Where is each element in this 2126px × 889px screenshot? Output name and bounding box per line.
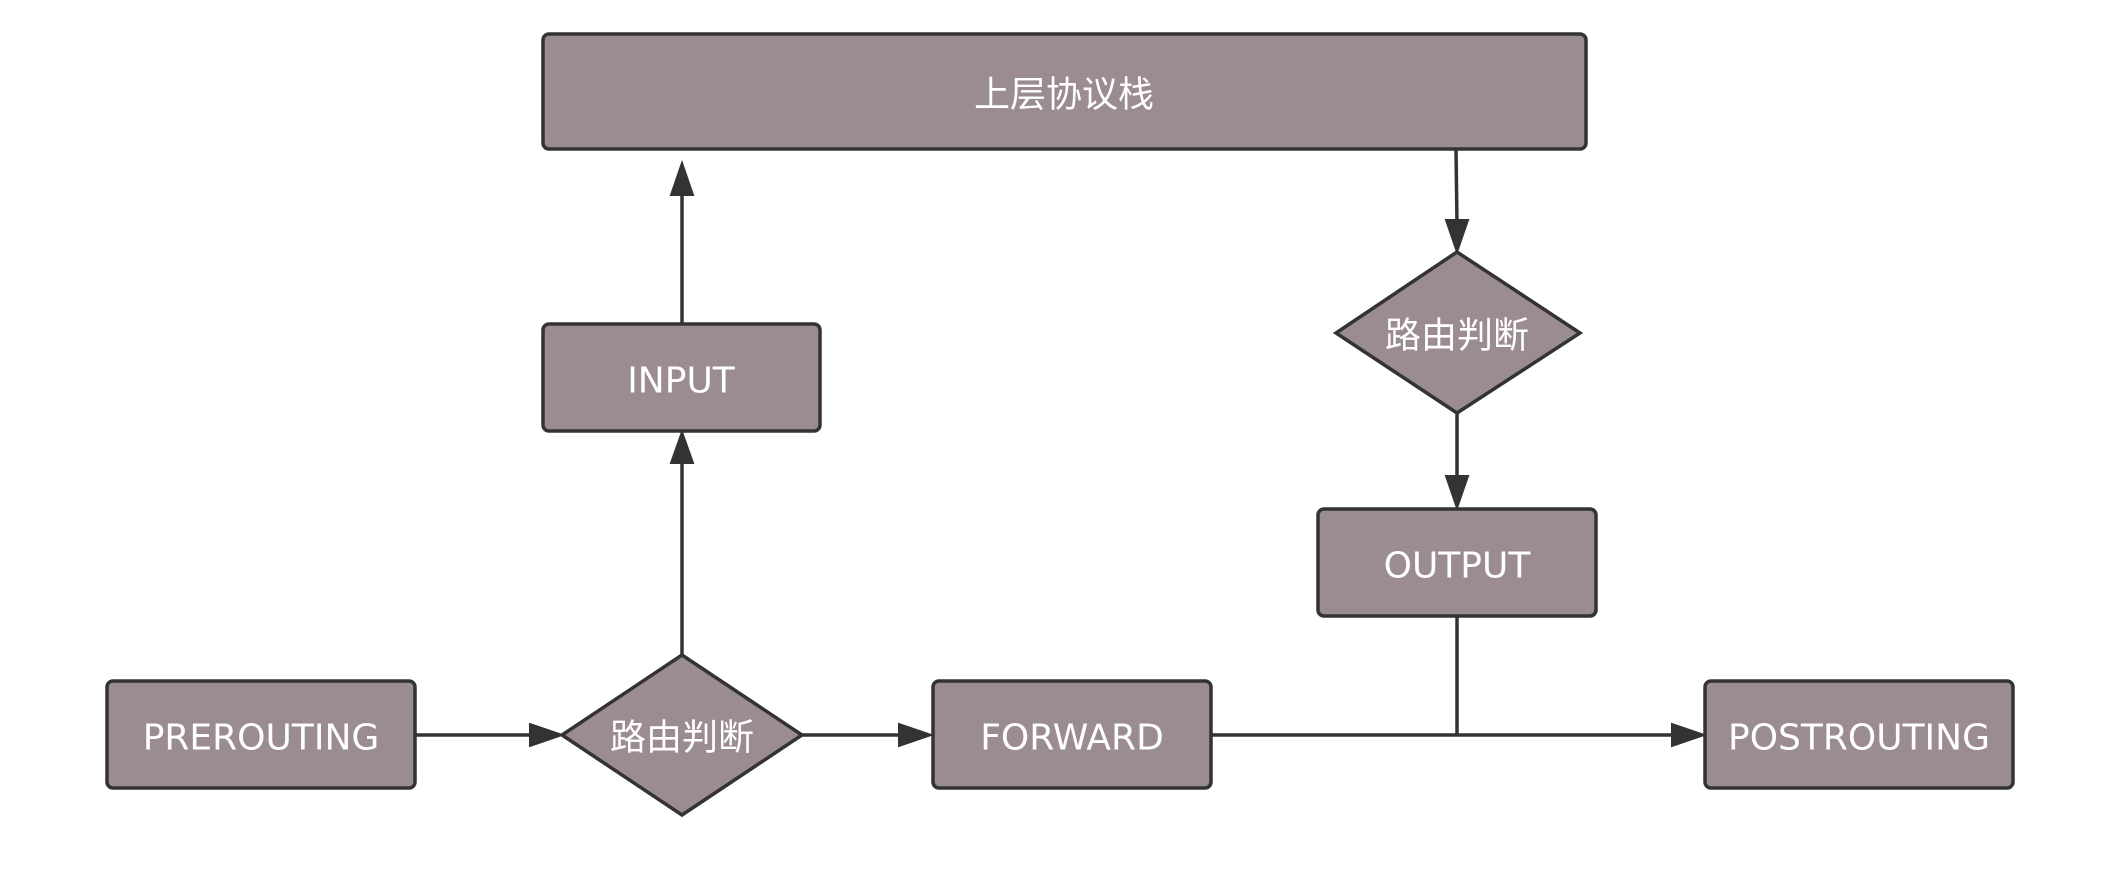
node-protocol-stack-label: 上层协议栈 bbox=[974, 75, 1154, 116]
node-output-label: OUTPUT bbox=[1384, 546, 1532, 587]
node-input: INPUT bbox=[541, 322, 822, 433]
node-output: OUTPUT bbox=[1316, 507, 1598, 618]
arrowhead bbox=[1671, 722, 1708, 748]
node-route-decision-in-label: 路由判断 bbox=[610, 718, 754, 759]
edge-input-to-protocol-stack bbox=[669, 159, 695, 323]
edge-forward-to-postrouting bbox=[1211, 722, 1708, 748]
arrowhead bbox=[669, 159, 695, 196]
edge-prerouting-to-route-in bbox=[415, 722, 566, 748]
edge-route-in-to-forward bbox=[802, 722, 935, 748]
arrowhead bbox=[1444, 475, 1470, 512]
node-route-decision-out-label: 路由判断 bbox=[1385, 316, 1529, 357]
node-postrouting-label: POSTROUTING bbox=[1728, 718, 1990, 759]
edge-route-in-to-input bbox=[669, 429, 695, 655]
node-input-label: INPUT bbox=[627, 361, 736, 402]
node-protocol-stack: 上层协议栈 bbox=[541, 32, 1588, 151]
edge-protocol-stack-to-route-out bbox=[1444, 148, 1470, 256]
node-postrouting: POSTROUTING bbox=[1703, 679, 2015, 790]
node-prerouting-label: PREROUTING bbox=[143, 718, 380, 759]
arrowhead bbox=[529, 722, 566, 748]
edge-route-out-to-output bbox=[1444, 413, 1470, 512]
node-route-decision-in: 路由判断 bbox=[558, 652, 806, 818]
node-prerouting: PREROUTING bbox=[105, 679, 417, 790]
node-forward: FORWARD bbox=[931, 679, 1213, 790]
node-route-decision-out: 路由判断 bbox=[1332, 249, 1584, 416]
arrowhead bbox=[1444, 219, 1470, 256]
node-forward-label: FORWARD bbox=[980, 718, 1164, 759]
arrowhead bbox=[669, 429, 695, 464]
arrowhead bbox=[898, 722, 935, 748]
